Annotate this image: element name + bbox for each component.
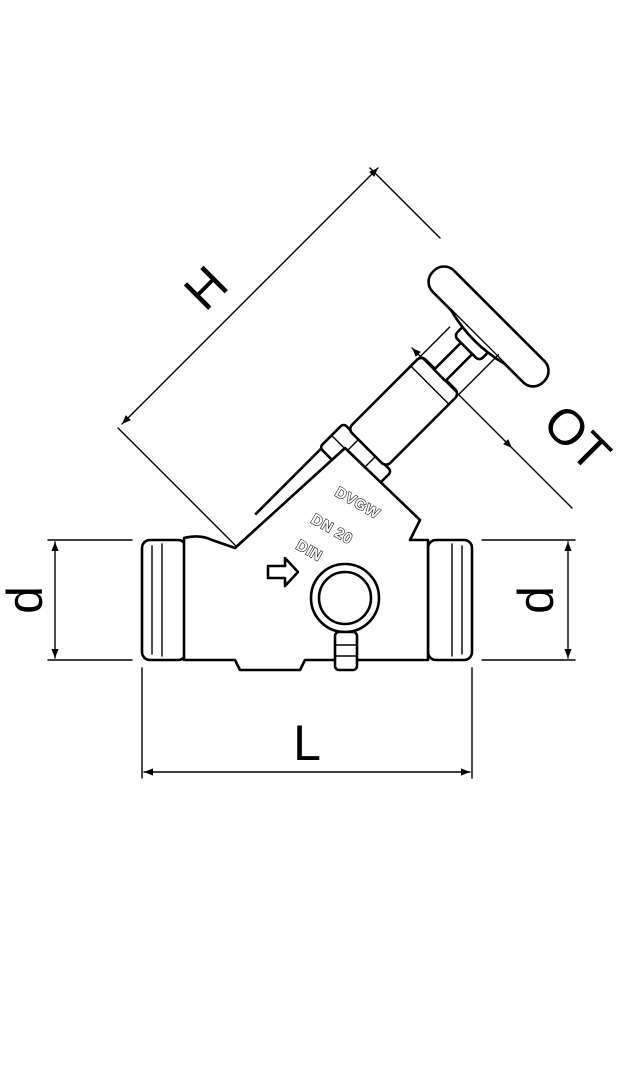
- ot-ext-left: [417, 326, 451, 360]
- flow-direction-arrow: [266, 556, 300, 588]
- d-left-label: d: [0, 586, 53, 614]
- h-dim-line: [121, 167, 379, 425]
- left-pipe-end: [140, 538, 188, 662]
- drain-nipple: [333, 630, 359, 672]
- dimension-d-right: d: [481, 539, 576, 661]
- h-ext-bottom: [117, 427, 237, 547]
- h-label: H: [173, 255, 238, 320]
- valve-body: [140, 446, 474, 672]
- ot-tail: [511, 447, 573, 509]
- dimension-l: L: [141, 667, 473, 779]
- l-label: L: [293, 715, 321, 771]
- side-port-inner: [317, 570, 373, 626]
- right-pipe-end: [426, 538, 474, 662]
- h-ext-top: [369, 167, 441, 239]
- ot-dim-line: [411, 347, 513, 449]
- d-right-label: d: [508, 586, 564, 614]
- dimension-d-left: d: [0, 539, 133, 661]
- ot-label: OT: [533, 394, 622, 483]
